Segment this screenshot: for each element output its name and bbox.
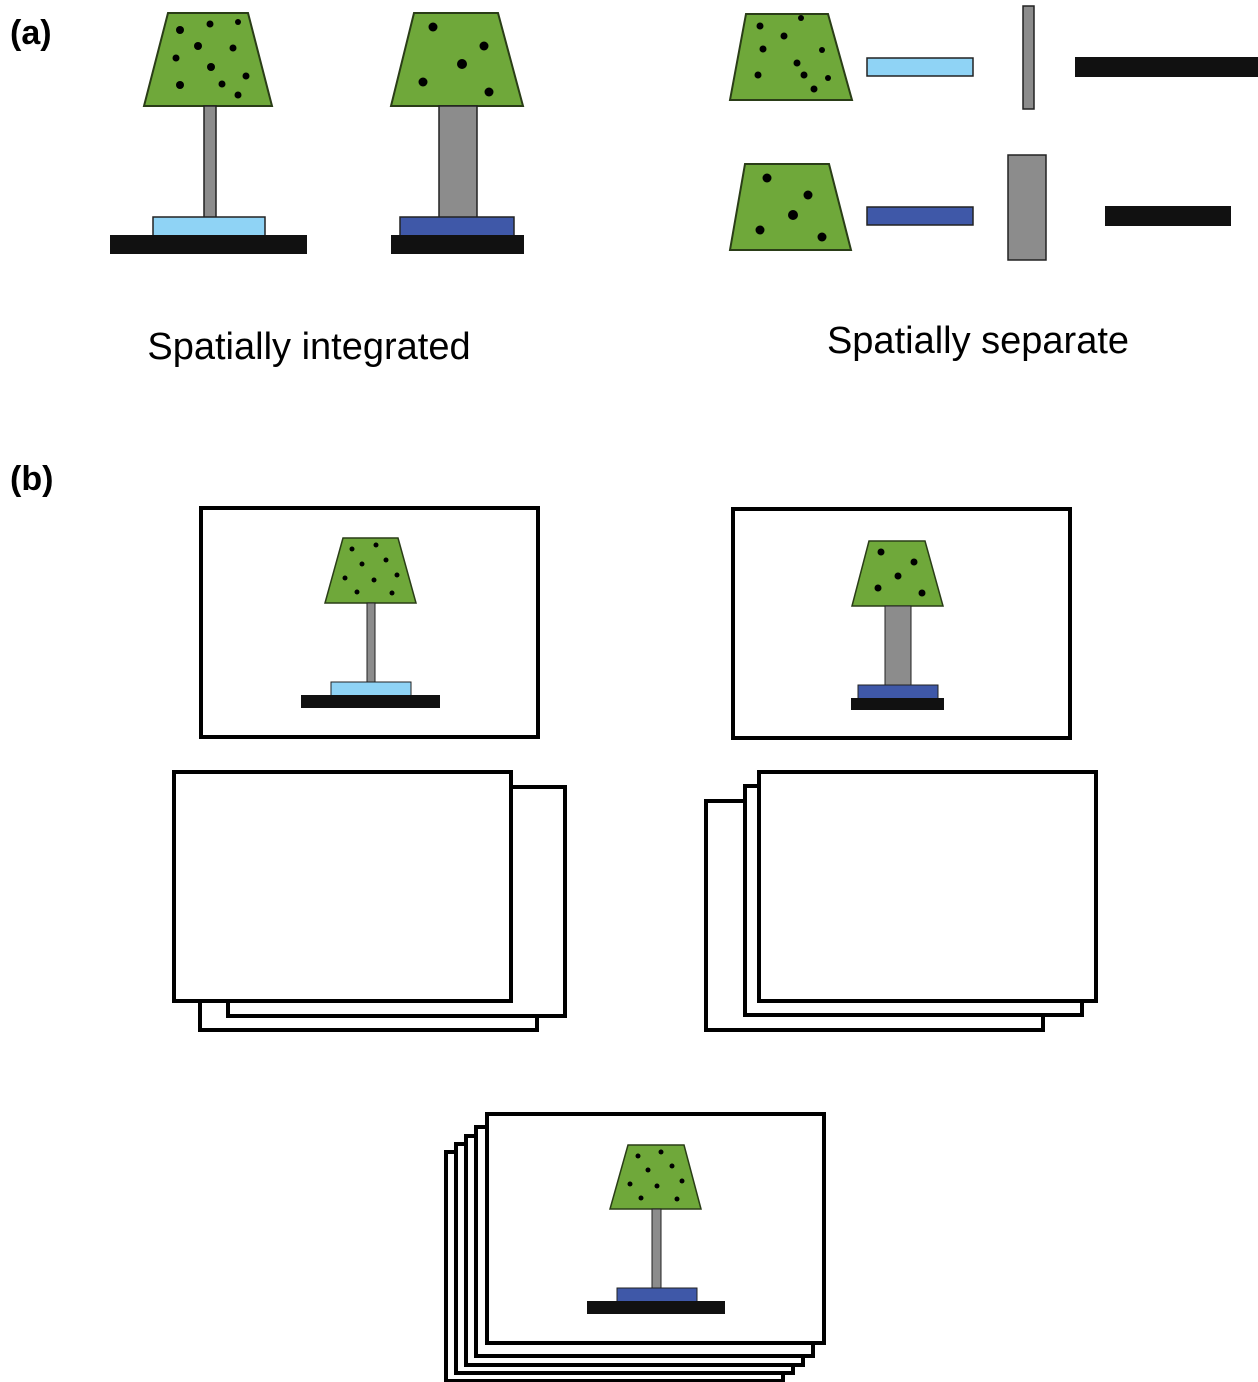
foot-icon: [110, 235, 307, 254]
stem-icon: [884, 605, 912, 687]
card-stack-bottom: [444, 1112, 826, 1382]
separate-row-1: [728, 5, 1258, 110]
base-icon: [330, 681, 412, 697]
lampshade-icon: [142, 12, 274, 107]
lamp-icon: [851, 540, 944, 710]
foot-icon: [1075, 57, 1258, 77]
panel-b-label: (b): [10, 460, 53, 498]
shade-dots: [172, 19, 250, 99]
stem-icon: [1022, 5, 1035, 110]
foot-icon: [587, 1301, 725, 1314]
stem-icon: [438, 105, 478, 219]
base-icon: [857, 684, 939, 700]
caption-spatially-integrated: Spatially integrated: [147, 326, 470, 368]
stem-icon: [366, 602, 376, 684]
lamp-integrated-thin-lightblue: [110, 12, 307, 254]
card-top-left: [199, 506, 540, 739]
lampshade-icon: [324, 537, 417, 604]
lampshade-icon: [728, 13, 854, 101]
foot-icon: [301, 695, 440, 708]
stem-icon: [203, 105, 217, 219]
stem-icon: [1007, 154, 1047, 261]
base-icon: [866, 206, 974, 226]
foot-icon: [851, 698, 944, 710]
shade-dots: [755, 173, 827, 242]
foot-icon: [1105, 206, 1231, 226]
lampshade-icon: [728, 163, 853, 251]
base-icon: [616, 1287, 698, 1303]
separate-row-2: [728, 154, 1231, 261]
base-icon: [399, 216, 515, 237]
stem-icon: [651, 1208, 662, 1290]
base-icon: [866, 57, 974, 77]
card-top-right: [731, 507, 1072, 740]
lampshade-icon: [609, 1144, 702, 1210]
lampshade-icon: [389, 12, 525, 107]
panel-a-label: (a): [10, 14, 52, 52]
lamp-icon: [301, 537, 440, 708]
shade-dots: [754, 15, 831, 93]
lamp-integrated-thick-darkblue: [389, 12, 525, 254]
caption-spatially-separate: Spatially separate: [827, 320, 1129, 362]
card-stack-left: [172, 770, 567, 1032]
lamp-icon: [587, 1144, 725, 1314]
foot-icon: [391, 235, 524, 254]
card-stack-right: [704, 770, 1098, 1032]
base-icon: [152, 216, 266, 237]
shade-dots: [418, 22, 494, 97]
